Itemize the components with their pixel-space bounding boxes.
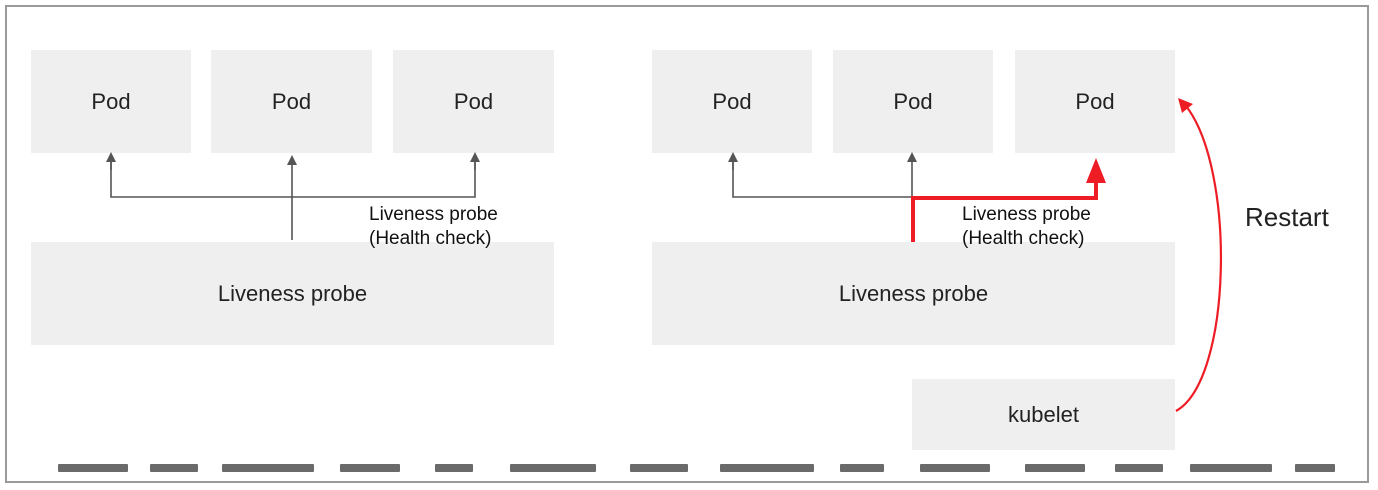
left-liveness-probe-box-label: Liveness probe — [217, 280, 368, 306]
right-pod-3-label: Pod — [1075, 88, 1115, 114]
left-liveness-probe-box: Liveness probe — [31, 242, 554, 345]
red-probe-arrowhead — [1086, 158, 1106, 183]
right-pod-2-label: Pod — [893, 88, 933, 114]
red-probe-line — [911, 180, 1098, 242]
right-pod-1-label: Pod — [712, 88, 752, 114]
kubelet-box: kubelet — [912, 379, 1175, 450]
clipped-text-line — [40, 458, 1350, 478]
right-connector-bus — [732, 160, 912, 198]
left-probe-label: Liveness probe (Health check) — [369, 203, 498, 251]
right-probe-connectors — [728, 152, 917, 200]
left-pod-1: Pod — [31, 50, 191, 153]
left-probe-connectors — [106, 152, 480, 240]
restart-arrowhead — [1178, 98, 1193, 113]
right-pod-1: Pod — [652, 50, 812, 153]
left-pod-1-label: Pod — [91, 88, 131, 114]
restart-curve — [1175, 105, 1223, 412]
left-probe-label-line2: (Health check) — [369, 228, 492, 249]
right-liveness-probe-box: Liveness probe — [652, 242, 1175, 345]
right-probe-label: Liveness probe (Health check) — [962, 203, 1091, 251]
right-pod-3: Pod — [1015, 50, 1175, 153]
left-pod-3-label: Pod — [453, 88, 494, 114]
left-connector-bus — [110, 160, 476, 198]
right-probe-label-line2: (Health check) — [962, 228, 1085, 249]
right-probe-label-line1: Liveness probe — [962, 204, 1091, 225]
left-pod-3: Pod — [393, 50, 554, 153]
restart-label: Restart — [1245, 202, 1329, 232]
right-pod-2: Pod — [833, 50, 993, 153]
restart-arrow — [1175, 98, 1223, 412]
red-probe-path — [911, 158, 1106, 242]
left-pod-2-label: Pod — [271, 88, 312, 114]
left-probe-label-line1: Liveness probe — [369, 204, 498, 225]
right-liveness-probe-box-label: Liveness probe — [838, 280, 989, 306]
kubelet-label: kubelet — [1008, 401, 1079, 427]
left-pod-2: Pod — [211, 50, 372, 153]
